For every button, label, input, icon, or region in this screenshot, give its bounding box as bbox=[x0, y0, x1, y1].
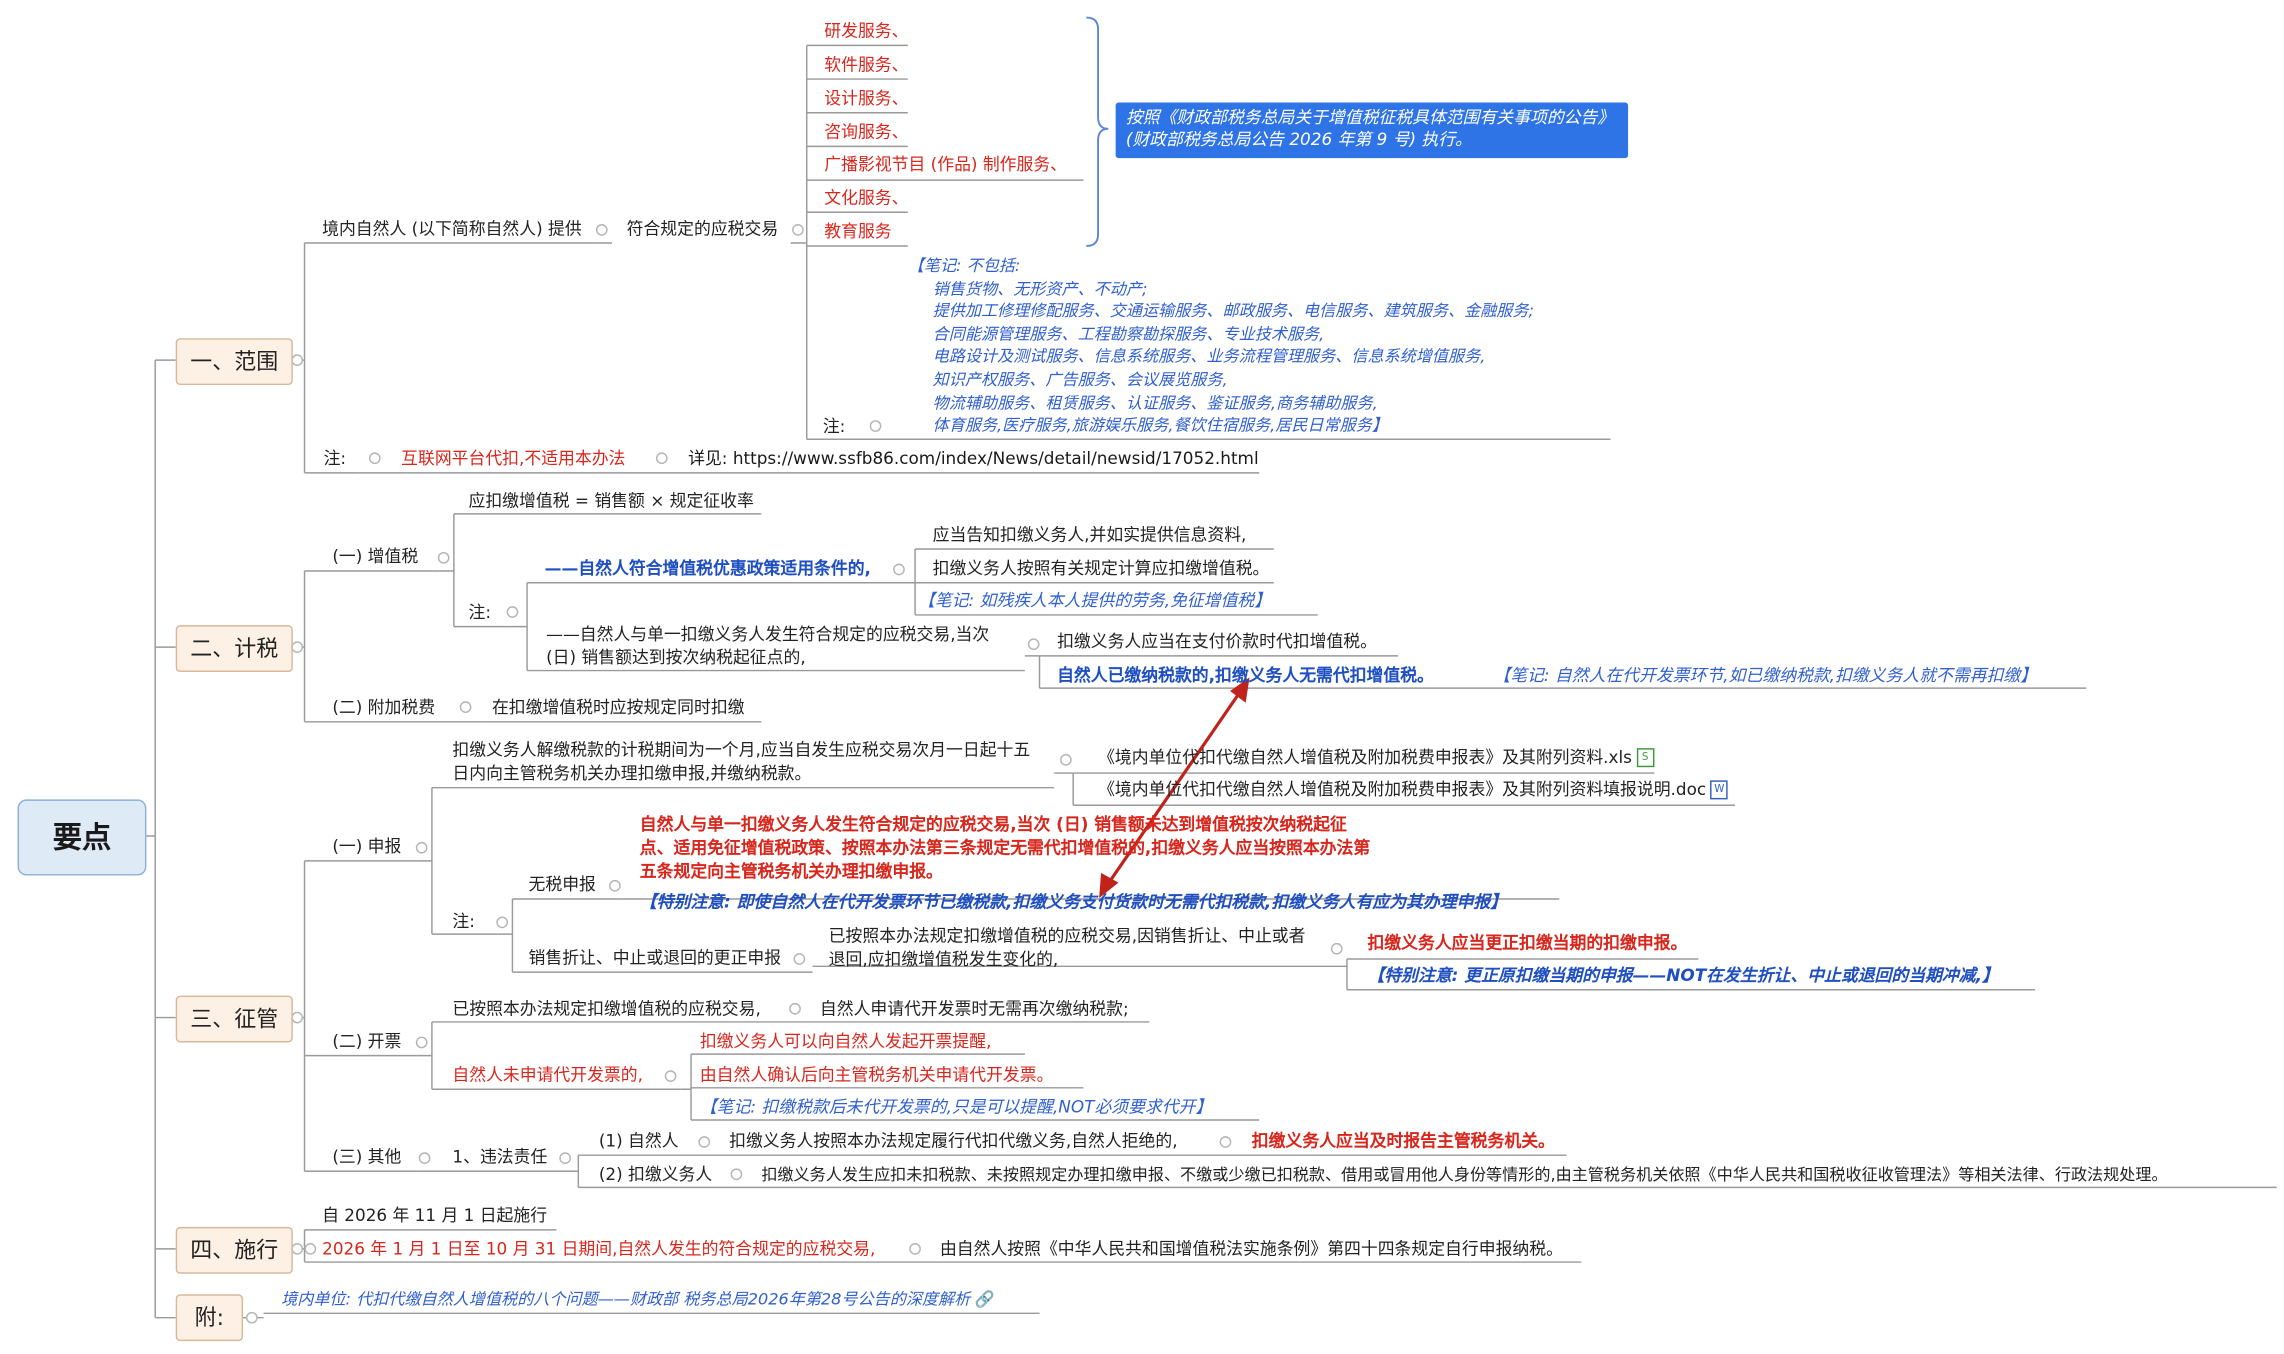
liability-person-text[interactable]: 扣缴义务人按照本办法规定履行代扣代缴义务,自然人拒绝的, bbox=[729, 1130, 1178, 1151]
invoice-item-b[interactable]: 扣缴义务人可以向自然人发起开票提醒, bbox=[699, 1030, 992, 1052]
other-topic[interactable]: (三) 其他 bbox=[332, 1146, 402, 1167]
service-item[interactable]: 设计服务、 bbox=[824, 87, 909, 109]
scope-exclusion-note: 【笔记: 不包括: 销售货物、无形资产、不动产; 提供加工修理修配服务、交通运输… bbox=[907, 256, 1534, 436]
announcement-callout[interactable]: 按照《财政部税务总局关于增值税征税具体范围有关事项的公告》(财政部税务总局公告 … bbox=[1115, 102, 1629, 159]
threshold-item[interactable]: 扣缴义务人应当在支付价款时代扣增值税。 bbox=[1057, 631, 1377, 652]
link-icon: 🔗 bbox=[974, 1289, 995, 1309]
doc-file-icon: W bbox=[1710, 780, 1729, 800]
invoice-condition-b[interactable]: 自然人未申请代开发票的, bbox=[452, 1064, 643, 1085]
correction-rule[interactable]: 扣缴义务人应当更正扣缴当期的扣缴申报。 bbox=[1367, 932, 1688, 954]
zero-declare-rule[interactable]: 自然人与单一扣缴义务人发生符合规定的应税交易,当次 (日) 销售额未达到增值税按… bbox=[639, 814, 1371, 882]
zero-declare-topic[interactable]: 无税申报 bbox=[528, 874, 596, 895]
paid-exemption[interactable]: 自然人已缴纳税款的,扣缴义务人无需代扣增值税。 bbox=[1057, 664, 1434, 686]
transition-rule[interactable]: 由自然人按照《中华人民共和国增值税法实施条例》第四十四条规定自行申报纳税。 bbox=[939, 1238, 1563, 1260]
effective-date[interactable]: 自 2026 年 11 月 1 日起施行 bbox=[322, 1204, 548, 1226]
service-item[interactable]: 广播影视节目 (作品) 制作服务、 bbox=[824, 153, 1068, 175]
xls-file-icon: S bbox=[1636, 748, 1654, 768]
topic-appendix[interactable]: 附: bbox=[175, 1294, 244, 1342]
scope-note-label[interactable]: 注: bbox=[822, 415, 846, 437]
appendix-link[interactable]: 境内单位: 代扣代缴自然人增值税的八个问题——财政部 税务总局2026年第28号… bbox=[281, 1289, 995, 1309]
root-topic[interactable]: 要点 bbox=[17, 799, 147, 876]
service-item[interactable]: 软件服务、 bbox=[824, 54, 909, 75]
double-arrow-icon bbox=[1099, 677, 1250, 899]
vat-formula[interactable]: 应扣缴增值税 = 销售额 × 规定征收率 bbox=[468, 490, 754, 511]
correction-condition[interactable]: 已按照本办法规定扣缴增值税的应税交易,因销售折让、中止或者退回,应扣缴增值税发生… bbox=[828, 925, 1306, 970]
declare-period[interactable]: 扣缴义务人解缴税款的计税期间为一个月,应当自发生应税交易次月一日起十五日内向主管… bbox=[452, 739, 1031, 784]
vat-note-label[interactable]: 注: bbox=[468, 601, 492, 623]
transition-period[interactable]: 2026 年 1 月 1 日至 10 月 31 日期间,自然人发生的符合规定的应… bbox=[322, 1238, 876, 1260]
declare-topic[interactable]: (一) 申报 bbox=[332, 836, 402, 857]
topic-administration[interactable]: 三、征管 bbox=[175, 995, 293, 1043]
liability-person-rule[interactable]: 扣缴义务人应当及时报告主管税务机关。 bbox=[1251, 1130, 1555, 1151]
topic-taxation[interactable]: 二、计税 bbox=[175, 625, 293, 673]
internet-platform-note[interactable]: 互联网平台代扣,不适用本办法 bbox=[401, 448, 626, 469]
surcharge-item[interactable]: 在扣缴增值税时应按规定同时扣缴 bbox=[491, 696, 745, 718]
preference-item[interactable]: 应当告知扣缴义务人,并如实提供信息资料, bbox=[932, 524, 1247, 545]
liability-agent-text[interactable]: 扣缴义务人发生应扣未扣税款、未按照规定办理扣缴申报、不缴或少缴已扣税款、借用或冒… bbox=[761, 1165, 2168, 1185]
preference-item[interactable]: 扣缴义务人按照有关规定计算应扣缴增值税。 bbox=[932, 557, 1270, 579]
scope-note2-label[interactable]: 注: bbox=[323, 448, 347, 469]
invoice-item-b[interactable]: 由自然人确认后向主管税务机关申请代开发票。 bbox=[699, 1064, 1054, 1085]
threshold-condition[interactable]: ——自然人与单一扣缴义务人发生符合规定的应税交易,当次(日) 销售额达到按次纳税… bbox=[546, 623, 990, 668]
zero-declare-note[interactable]: 【特别注意: 即使自然人在代开发票环节已缴税款,扣缴义务支付货款时无需代扣税款,… bbox=[639, 891, 1508, 913]
service-item[interactable]: 咨询服务、 bbox=[824, 121, 909, 143]
service-item[interactable]: 研发服务、 bbox=[824, 20, 909, 41]
correction-topic[interactable]: 销售折让、中止或退回的更正申报 bbox=[528, 947, 782, 968]
declare-note-label[interactable]: 注: bbox=[452, 910, 475, 932]
invoice-note[interactable]: 【笔记: 扣缴税款后未代开发票的,只是可以提醒,NOT必须要求代开】 bbox=[699, 1096, 1213, 1118]
liability-person[interactable]: (1) 自然人 bbox=[598, 1130, 679, 1151]
invoice-item-a[interactable]: 自然人申请代开发票时无需再次缴纳税款; bbox=[819, 998, 1129, 1020]
vat-topic[interactable]: (一) 增值税 bbox=[332, 546, 419, 567]
topic-effective[interactable]: 四、施行 bbox=[175, 1226, 293, 1274]
invoice-topic[interactable]: (二) 开票 bbox=[332, 1030, 402, 1052]
collapse-toggle-icon[interactable] bbox=[245, 224, 1343, 1324]
see-link[interactable]: 详见: https://www.ssfb86.com/index/News/de… bbox=[688, 448, 1259, 469]
preference-condition[interactable]: ——自然人符合增值税优惠政策适用条件的, bbox=[544, 557, 871, 579]
preference-note[interactable]: 【笔记: 如残疾人本人提供的劳务,免征增值税】 bbox=[917, 590, 1272, 611]
correction-note[interactable]: 【特别注意: 更正原扣缴当期的申报——NOT在发生折让、中止或退回的当期冲减,】 bbox=[1367, 964, 1999, 986]
scope-transaction[interactable]: 符合规定的应税交易 bbox=[626, 218, 779, 239]
service-item[interactable]: 教育服务 bbox=[824, 221, 892, 242]
topic-scope[interactable]: 一、范围 bbox=[175, 338, 293, 386]
invoice-condition-a[interactable]: 已按照本办法规定扣缴增值税的应税交易, bbox=[452, 998, 761, 1020]
paid-note[interactable]: 【笔记: 自然人在代开发票环节,如已缴纳税款,扣缴义务人就不需再扣缴】 bbox=[1493, 664, 2038, 686]
scope-provider[interactable]: 境内自然人 (以下简称自然人) 提供 bbox=[322, 218, 582, 239]
liability-agent[interactable]: (2) 扣缴义务人 bbox=[598, 1163, 713, 1185]
surcharge-topic[interactable]: (二) 附加税费 bbox=[332, 696, 436, 718]
liability-topic[interactable]: 1、违法责任 bbox=[452, 1146, 548, 1167]
service-item[interactable]: 文化服务、 bbox=[824, 187, 909, 208]
